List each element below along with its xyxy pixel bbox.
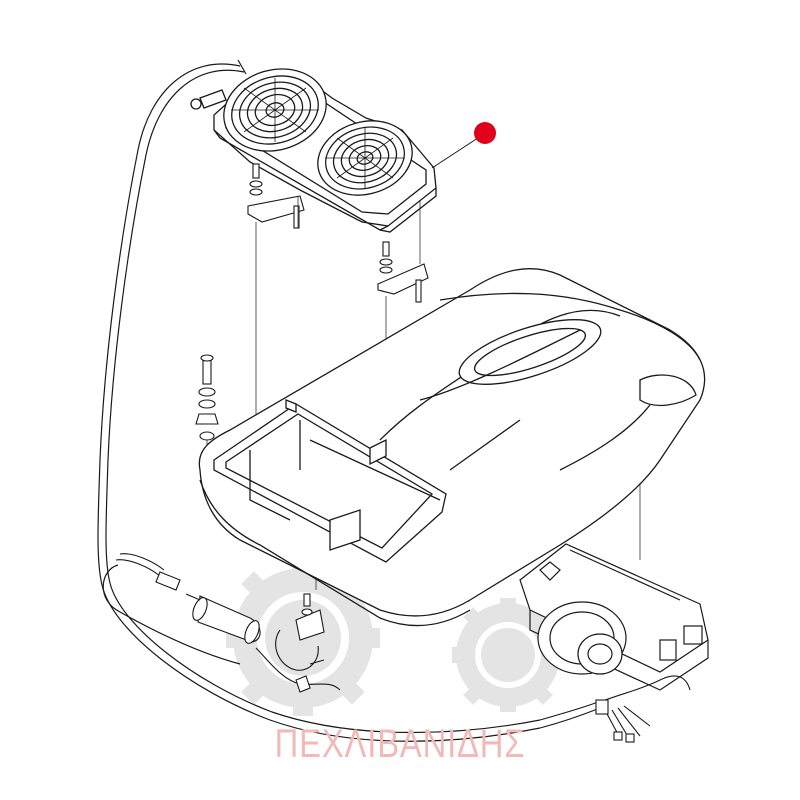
evaporator-blower-unit — [519, 543, 709, 691]
condenser-fan-unit — [190, 68, 437, 233]
callout-marker[interactable] — [474, 122, 496, 144]
condenser-fan-2 — [317, 120, 413, 196]
callout-leader — [431, 122, 496, 169]
watermark-text: ΠΕΧΛΙΒΑΝΙΔΗΣ — [274, 722, 526, 766]
wiring-harness — [539, 675, 691, 743]
refrigerant-hose — [97, 59, 541, 742]
bolt-stack-center — [195, 354, 219, 441]
watermark-gear-right — [452, 598, 564, 712]
blower-wheel — [537, 601, 627, 675]
roof-cover-housing — [198, 268, 706, 627]
bolt-stack-left — [247, 163, 305, 229]
condenser-fan-1 — [223, 68, 327, 152]
bolt-stack-right — [377, 241, 429, 303]
receiver-dryer-assembly — [115, 553, 341, 693]
